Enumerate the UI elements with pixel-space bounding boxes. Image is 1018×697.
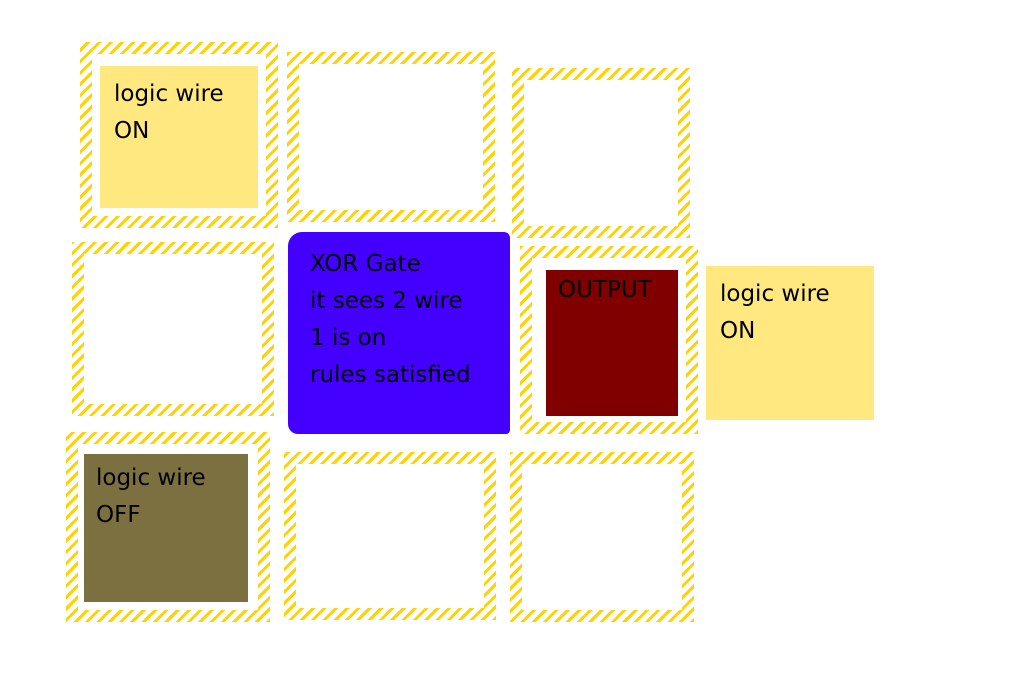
wire-label: logic wire: [96, 465, 206, 491]
wire-state: ON: [114, 118, 150, 144]
xor-gate: XOR Gate it sees 2 wire 1 is on rules satis…: [288, 232, 510, 434]
gate-title: XOR Gate: [310, 251, 421, 277]
wire-state: ON: [720, 318, 756, 344]
gate-line: it sees 2 wire: [310, 288, 463, 314]
output-block: OUTPUT: [546, 270, 678, 416]
gate-line: 1 is on: [310, 325, 387, 351]
grid-cell-r2-c1: [284, 452, 496, 620]
output-label: OUTPUT: [558, 277, 652, 303]
gate-line: rules satisfied: [310, 362, 471, 388]
grid-cell-r0-c1: [287, 52, 495, 222]
grid-cell-r1-c0: [72, 242, 274, 416]
wire-state: OFF: [96, 502, 141, 528]
grid-cell-r2-c2: [510, 452, 694, 622]
wire-label: logic wire: [720, 281, 830, 307]
grid-cell-r0-c2: [512, 68, 690, 238]
wire-label: logic wire: [114, 81, 224, 107]
